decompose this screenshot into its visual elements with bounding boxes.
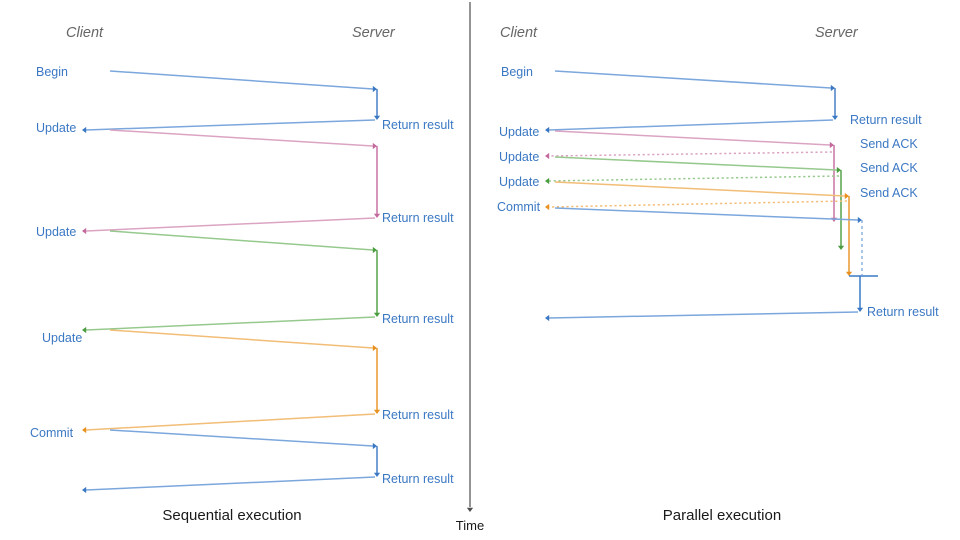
ack-arrow-parallel-2: [548, 175, 840, 182]
lane-header-client-parallel: Client: [500, 25, 538, 41]
request-arrow-sequential-3: [109, 329, 374, 349]
activation-arrowhead-parallel-2: [837, 245, 845, 250]
ack-arrowhead-parallel-3: [545, 203, 550, 211]
reply-label-sequential-4: Return result: [382, 472, 454, 486]
reply-label-sequential-2: Return result: [382, 312, 454, 326]
reply-arrowhead-sequential-3: [82, 426, 87, 434]
request-arrowhead-sequential-1: [372, 142, 377, 150]
reply-arrowhead-sequential-0: [82, 126, 87, 134]
message-label-sequential-1: Update: [36, 121, 76, 135]
reply-label-sequential-0: Return result: [382, 118, 454, 132]
reply-label-sequential-1: Return result: [382, 211, 454, 225]
reply-arrow-parallel-0: [548, 119, 834, 131]
request-arrow-parallel-1: [554, 130, 831, 146]
lane-header-server-parallel: Server: [815, 25, 859, 41]
request-arrowhead-parallel-3: [844, 192, 849, 200]
reply-arrowhead-parallel-4: [545, 314, 550, 322]
message-label-sequential-0: Begin: [36, 65, 68, 79]
reply-label-parallel-1: Send ACK: [860, 137, 918, 151]
commit-arrowhead-parallel-4: [856, 307, 864, 312]
request-arrowhead-parallel-4: [857, 216, 862, 224]
ack-arrow-parallel-3: [548, 200, 848, 208]
request-arrow-sequential-1: [109, 129, 374, 147]
message-label-parallel-3: Update: [499, 175, 539, 189]
reply-arrowhead-sequential-2: [82, 326, 87, 334]
request-arrowhead-parallel-0: [830, 84, 835, 92]
reply-arrow-sequential-4: [85, 476, 376, 491]
lane-header-client-sequential: Client: [66, 25, 104, 41]
message-label-sequential-2: Update: [36, 225, 76, 239]
message-label-parallel-2: Update: [499, 150, 539, 164]
activation-arrowhead-sequential-3: [373, 409, 381, 414]
caption-sequential: Sequential execution: [162, 507, 301, 524]
panel-parallel-execution: [545, 70, 878, 322]
message-label-sequential-4: Commit: [30, 426, 74, 440]
activation-arrowhead-sequential-0: [373, 115, 381, 120]
activation-arrowhead-sequential-4: [373, 472, 381, 477]
request-arrowhead-parallel-2: [836, 166, 841, 174]
ack-arrow-parallel-1: [548, 151, 833, 157]
reply-arrowhead-sequential-4: [82, 486, 87, 494]
reply-arrow-sequential-3: [85, 413, 376, 431]
activation-arrowhead-sequential-2: [373, 312, 381, 317]
reply-arrowhead-parallel-0: [545, 126, 550, 134]
reply-arrow-parallel-4: [548, 311, 859, 319]
reply-arrowhead-sequential-1: [82, 227, 87, 235]
message-label-parallel-1: Update: [499, 125, 539, 139]
reply-arrow-sequential-0: [85, 119, 376, 131]
request-arrow-sequential-0: [109, 70, 374, 90]
lane-header-server-sequential: Server: [352, 25, 396, 41]
request-arrowhead-sequential-3: [372, 344, 377, 352]
request-arrowhead-sequential-2: [372, 246, 377, 254]
message-label-parallel-4: Commit: [497, 200, 541, 214]
request-arrow-sequential-4: [109, 429, 374, 447]
request-arrowhead-parallel-1: [829, 141, 834, 149]
reply-arrow-sequential-2: [85, 316, 376, 331]
request-arrow-parallel-2: [554, 156, 838, 171]
request-arrowhead-sequential-4: [372, 442, 377, 450]
time-axis-label: Time: [456, 518, 484, 533]
request-arrow-parallel-3: [554, 181, 846, 197]
request-arrow-sequential-2: [109, 230, 374, 251]
reply-arrow-sequential-1: [85, 217, 376, 232]
message-label-parallel-0: Begin: [501, 65, 533, 79]
activation-arrowhead-parallel-0: [831, 115, 839, 120]
reply-label-parallel-4: Return result: [867, 305, 939, 319]
reply-label-parallel-3: Send ACK: [860, 186, 918, 200]
activation-arrowhead-parallel-3: [845, 271, 853, 276]
reply-label-parallel-0: Return result: [850, 113, 922, 127]
request-arrowhead-sequential-0: [372, 85, 377, 93]
reply-label-sequential-3: Return result: [382, 408, 454, 422]
request-arrow-parallel-0: [554, 70, 832, 89]
ack-arrowhead-parallel-1: [545, 152, 550, 160]
ack-arrowhead-parallel-2: [545, 177, 550, 185]
panel-sequential-execution: [82, 70, 381, 494]
time-axis-group: [466, 2, 474, 512]
activation-arrowhead-sequential-1: [373, 213, 381, 218]
reply-label-parallel-2: Send ACK: [860, 161, 918, 175]
request-arrow-parallel-4: [554, 207, 859, 221]
caption-parallel: Parallel execution: [663, 507, 781, 524]
message-label-sequential-3: Update: [42, 331, 82, 345]
time-axis-arrowhead: [466, 507, 474, 512]
